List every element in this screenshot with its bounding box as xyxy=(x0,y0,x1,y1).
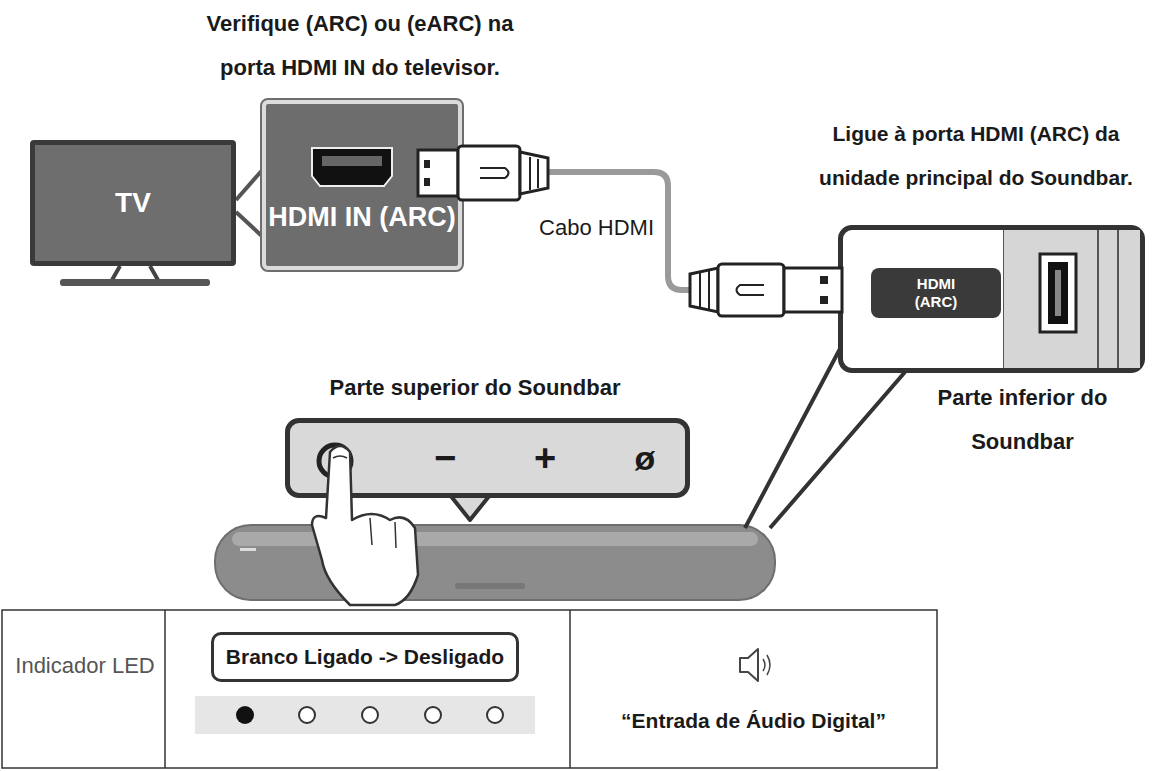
power-button xyxy=(310,425,370,495)
housing-detail xyxy=(1003,230,1143,368)
led-callout: Branco Ligado -> Desligado xyxy=(211,632,519,682)
soundbar-instruction: Ligue à porta HDMI (ARC) da unidade prin… xyxy=(790,112,1162,200)
top-view-caption: Parte superior do Soundbar xyxy=(285,366,665,410)
cable-label: Cabo HDMI xyxy=(539,214,654,242)
node-text: + xyxy=(525,433,565,483)
hdmi-cable xyxy=(462,172,838,290)
node-text: HDMI IN (ARC) xyxy=(266,200,458,234)
node-text: HDMI (ARC) xyxy=(871,268,1001,318)
bottom-view-caption: Parte inferior do Soundbar xyxy=(905,376,1140,464)
node-text: TV xyxy=(115,187,151,219)
soundbar-port-panel: HDMI (ARC) xyxy=(838,225,1145,373)
tv-screen: TV xyxy=(30,140,236,266)
table-header-cell: Indicador LED xyxy=(10,644,160,688)
tv-instruction: Verifique (ARC) ou (eARC) na porta HDMI … xyxy=(185,2,535,90)
node-text: ø xyxy=(625,433,665,483)
node-text: Branco Ligado -> Desligado xyxy=(226,645,504,669)
button-panel: − + ø xyxy=(285,418,690,498)
table-status-cell: “Entrada de Áudio Digital” xyxy=(575,706,932,736)
node-text: − xyxy=(425,433,465,483)
tv-port-panel: HDMI IN (ARC) xyxy=(262,100,462,270)
